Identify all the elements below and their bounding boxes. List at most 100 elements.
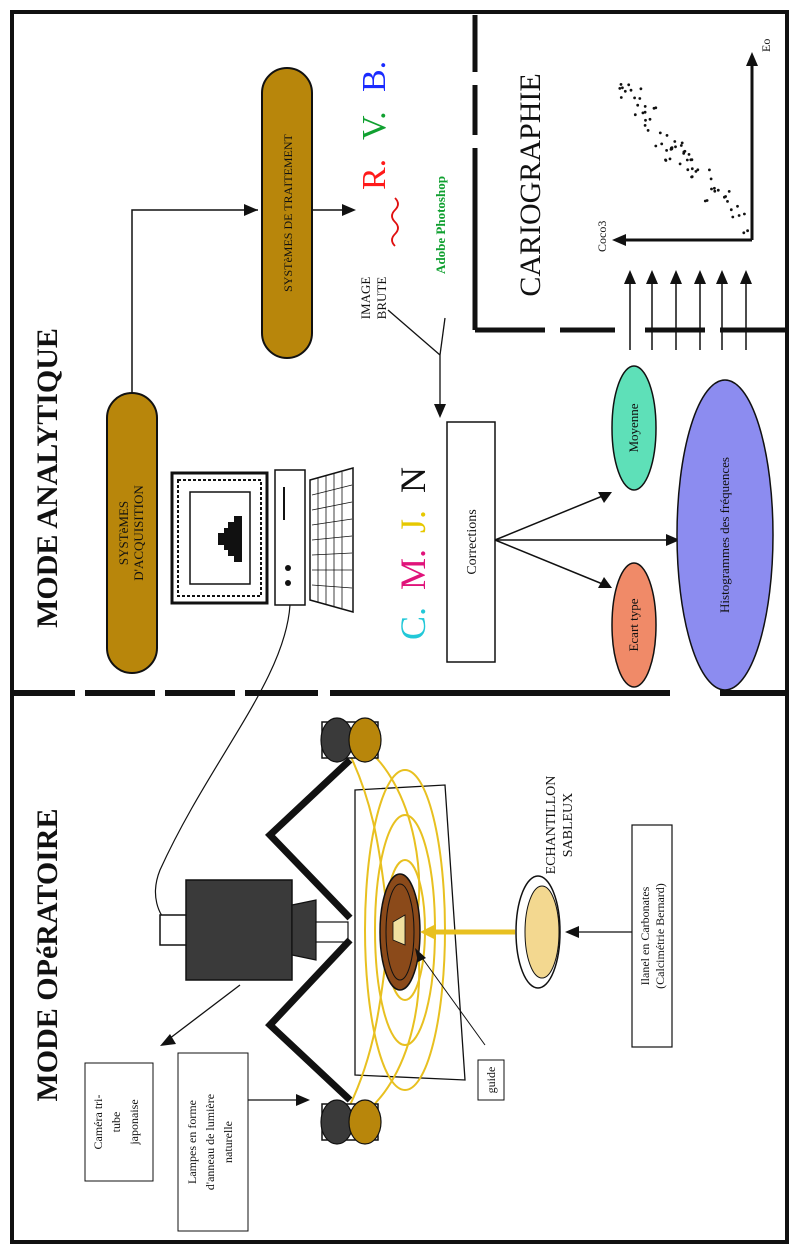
scatter-dot [708,168,711,172]
brute-to-corrections-line [387,309,441,356]
moyenne-ellipse [611,365,657,491]
arrowhead [598,577,612,588]
scatter-dot [636,103,640,107]
arrowhead [160,1034,176,1046]
ecart-type-ellipse [611,562,657,688]
squiggle-icon [391,197,399,247]
lamp-label-1: Lampes en forme [185,1100,199,1184]
image-brute-label-1: IMAGE [358,277,373,320]
scatter-dot [737,214,741,217]
guide-pointer [419,954,486,1046]
scatter-dot [710,187,713,191]
histogrammes-label: Histogrammes des fréquences [717,457,732,613]
scatter-dot [705,199,709,202]
scatter-dot [727,190,731,193]
scatter-dot [618,87,622,90]
guide-label: guide [484,1067,498,1094]
lamp-cylinder-top [320,717,382,763]
camera-label-1: Caméra tri- [91,1095,105,1150]
scatter-dot [648,117,652,121]
result-arrowheads [624,270,752,284]
scatter-dot [685,158,689,162]
rvb-r: R. [356,159,393,190]
scatter-dot [623,89,627,93]
arrowhead [565,926,579,938]
rvb-b: B. [356,61,393,92]
image-brute-label-2: BRUTE [374,277,389,320]
scatter-dot [633,96,636,100]
scatter-dot [709,177,713,181]
lamp-label-box [177,1052,249,1232]
lamp-cylinder-bottom [320,1099,382,1145]
scatter-dot [726,200,729,203]
traitement-box [261,67,313,359]
arrowhead [666,534,680,546]
cmjn-j: J. [393,510,433,533]
scatter-dot [682,152,686,155]
moyenne-label: Moyenne [626,403,641,452]
scatter-dot [680,141,684,145]
scatter-dot [731,215,735,219]
arrowhead [415,948,426,962]
corrections-arrows [494,494,672,586]
scatter-dot [654,106,658,110]
echantillon-label-2: SABLEUX [561,793,576,858]
petri-dish-icon [515,875,561,989]
result-arrows [629,280,747,350]
acquisition-label-1: SYSTèMES [116,501,131,565]
scatter-dot [686,168,690,172]
adobe-to-corrections-line [439,317,446,356]
scatter-dot [629,88,633,92]
scatter-dot [665,134,669,137]
lamp-label-2: d'anneau de lumière [203,1094,217,1190]
cmjn-n: N [393,467,433,493]
scatter-dot [641,111,645,115]
cmjn-c: C. [393,607,433,640]
scatter-dot [660,142,664,146]
adobe-label: Adobe Photoshop [433,176,448,274]
scatter-dot [713,186,716,190]
sample-dish-rim [385,883,415,981]
scatter-dot [643,110,647,114]
scatter-dot [627,83,631,87]
sand-label-1: Ilanel en Carbonates [638,886,652,985]
scatter-dot [694,170,698,173]
scatter-dot [654,144,658,148]
sample-center [392,914,406,946]
scatter-dot [683,149,687,153]
camera-label-line [164,984,241,1043]
scatter-dot [644,118,647,122]
camera-label-box [84,1062,154,1182]
arrowhead [612,234,626,246]
scatter-dot [668,157,672,161]
scatter-dot [658,131,662,135]
section-title-operatoire: MODE OPéRATOIRE [31,808,64,1101]
scatter-dot [679,144,683,147]
cmjn-label: C. M. J. N [393,467,433,640]
scatter-dot [643,105,647,108]
section-title-cariographie: CARIOGRAPHIE [514,73,547,296]
outer-frame [10,10,789,1244]
scatter-dot [638,97,642,100]
scatter-dot [696,168,700,172]
scatter-dot [742,231,746,235]
histogrammes-ellipse [676,379,774,691]
scatter-dot [621,86,624,90]
lamp-label-3: naturelle [221,1121,235,1163]
camera-label-2: tube [109,1112,123,1133]
scatter-dot [643,124,647,127]
scatter-dot [664,158,667,162]
cmjn-m: M. [393,549,433,590]
guide-label-box [477,1059,505,1101]
scatter-dot [673,140,677,143]
scatter-points [618,83,749,235]
scatter-dot [729,208,733,212]
scatter-dot [674,145,677,149]
axis-label-y: Eo [759,39,773,52]
corrections-label: Corrections [465,509,480,574]
scatter-dot [678,162,682,166]
scatter-dot [746,229,749,233]
ecart-type-label: Ecart type [626,598,641,651]
arrowhead [746,52,758,66]
